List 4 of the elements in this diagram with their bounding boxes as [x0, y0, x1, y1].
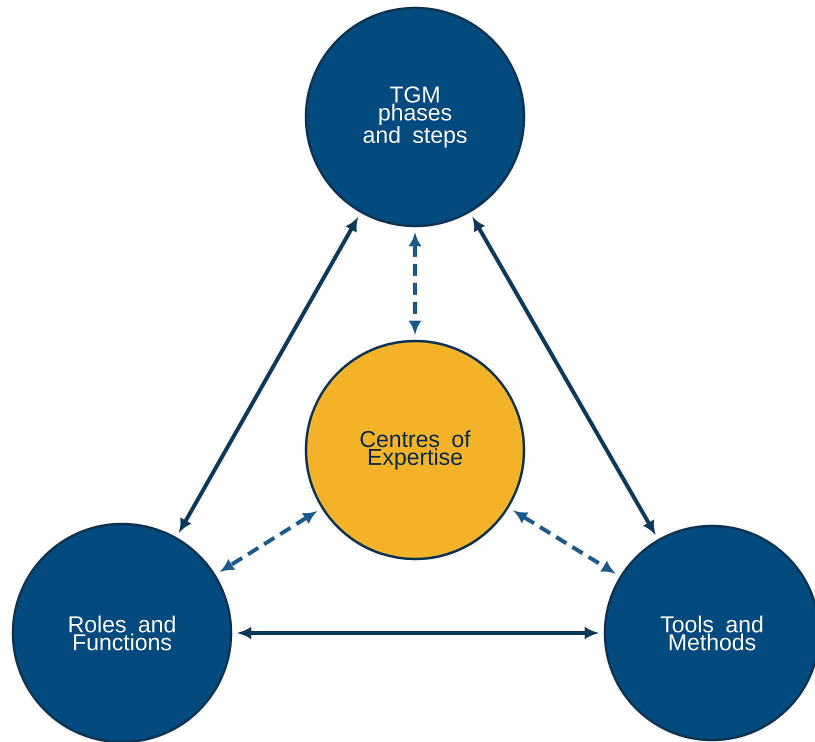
arrow	[180, 220, 358, 530]
arrow	[222, 512, 315, 571]
arrow	[516, 512, 613, 572]
arrow	[473, 220, 655, 532]
